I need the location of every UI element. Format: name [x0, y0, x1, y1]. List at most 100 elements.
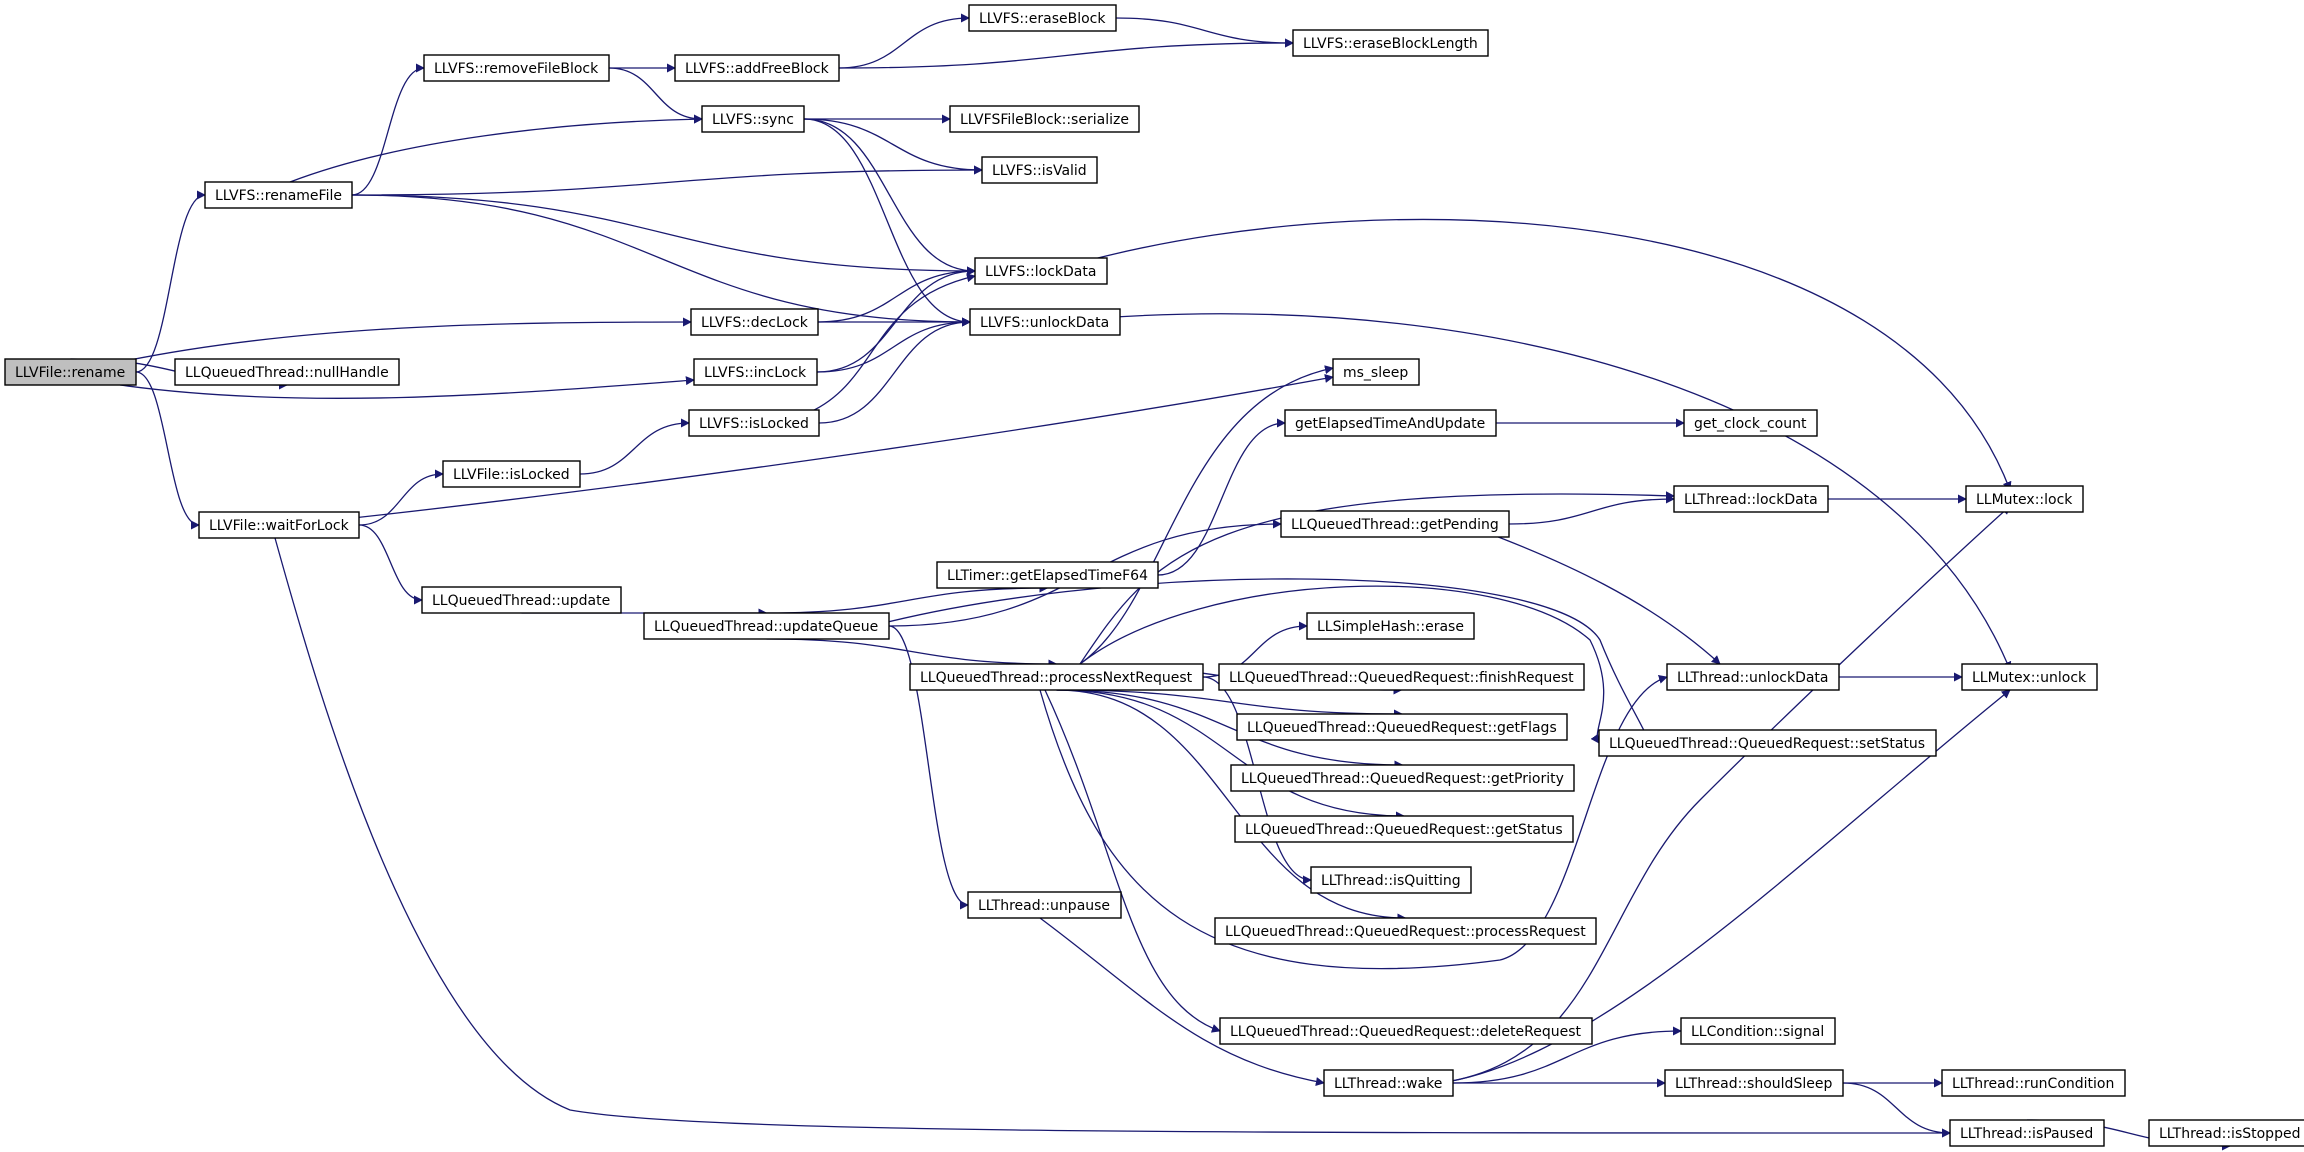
node-mutexLock[interactable]: LLMutex::lock: [1965, 485, 2084, 513]
node-finishRequest[interactable]: LLQueuedThread::QueuedRequest::finishReq…: [1218, 663, 1585, 691]
node-vfsIsLocked[interactable]: LLVFS::isLocked: [688, 409, 820, 437]
node-processRequest[interactable]: LLQueuedThread::QueuedRequest::processRe…: [1214, 917, 1597, 945]
node-label: LLThread::unlockData: [1677, 670, 1829, 686]
edge-renameFile-to-vfsLockData: [351, 194, 976, 276]
node-eraseBlockLength[interactable]: LLVFS::eraseBlockLength: [1292, 29, 1489, 57]
node-deleteRequest[interactable]: LLQueuedThread::QueuedRequest::deleteReq…: [1219, 1017, 1593, 1045]
node-label: LLVFS::removeFileBlock: [434, 61, 599, 77]
node-rename[interactable]: LLVFile::rename: [4, 358, 137, 386]
node-incLock[interactable]: LLVFS::incLock: [693, 358, 818, 386]
edge-processNextRequest-to-msSleep: [1079, 365, 1334, 665]
node-label: LLQueuedThread::QueuedRequest::deleteReq…: [1230, 1024, 1582, 1040]
edge-rename-to-waitForLock: [135, 371, 200, 530]
node-box: [968, 4, 1117, 32]
node-sync[interactable]: LLVFS::sync: [701, 105, 805, 133]
node-box: [690, 308, 819, 336]
node-getPriority[interactable]: LLQueuedThread::QueuedRequest::getPriori…: [1230, 764, 1575, 792]
node-label: LLVFS::unlockData: [980, 315, 1109, 331]
edge-waitForLock-to-isPaused: [274, 537, 1951, 1138]
node-decLock[interactable]: LLVFS::decLock: [690, 308, 819, 336]
node-getElapsedTimeF64[interactable]: LLTimer::getElapsedTimeF64: [936, 561, 1159, 589]
node-label: LLThread::isQuitting: [1321, 873, 1461, 889]
node-getFlags[interactable]: LLQueuedThread::QueuedRequest::getFlags: [1236, 713, 1568, 741]
node-label: LLVFS::isValid: [992, 163, 1087, 179]
edge-processNextRequest-to-getStatus: [1056, 689, 1405, 821]
node-fileIsLocked[interactable]: LLVFile::isLocked: [442, 460, 581, 488]
node-box: [1306, 612, 1475, 640]
node-unpause[interactable]: LLThread::unpause: [967, 891, 1122, 919]
edge-eraseBlock-to-eraseBlockLength: [1115, 17, 1294, 48]
node-updateQueue[interactable]: LLQueuedThread::updateQueue: [643, 612, 890, 640]
node-isPaused[interactable]: LLThread::isPaused: [1949, 1119, 2105, 1147]
node-thrLockData[interactable]: LLThread::lockData: [1673, 485, 1829, 513]
node-box: [1236, 713, 1568, 741]
node-mutexUnlock[interactable]: LLMutex::unlock: [1961, 663, 2098, 691]
node-label: LLVFS::sync: [712, 112, 794, 128]
edge-unpause-to-wake: [1039, 917, 1325, 1086]
node-label: LLThread::unpause: [978, 898, 1110, 914]
node-thrUnlockData[interactable]: LLThread::unlockData: [1666, 663, 1840, 691]
edge-getPending-to-thrLockData: [1508, 494, 1675, 525]
node-eraseBlock[interactable]: LLVFS::eraseBlock: [968, 4, 1117, 32]
node-label: LLVFS::isLocked: [699, 416, 809, 432]
node-label: LLVFS::eraseBlockLength: [1303, 36, 1478, 52]
node-hashErase[interactable]: LLSimpleHash::erase: [1306, 612, 1475, 640]
node-qtUpdate[interactable]: LLQueuedThread::update: [421, 586, 622, 614]
node-serialize[interactable]: LLVFSFileBlock::serialize: [949, 105, 1140, 133]
node-vfsLockData[interactable]: LLVFS::lockData: [974, 257, 1108, 285]
edge-decLock-to-vfsLockData: [817, 266, 976, 323]
edge-vfsLockData-to-mutexLock: [1089, 218, 2012, 491]
node-box: [1219, 1017, 1593, 1045]
node-getStatus[interactable]: LLQueuedThread::QueuedRequest::getStatus: [1234, 815, 1574, 843]
node-box: [936, 561, 1159, 589]
node-waitForLock[interactable]: LLVFile::waitForLock: [198, 511, 360, 539]
edge-addFreeBlock-to-eraseBlockLength: [838, 38, 1294, 69]
node-label: LLQueuedThread::QueuedRequest::finishReq…: [1229, 670, 1574, 686]
node-box: [974, 257, 1108, 285]
node-renameFile[interactable]: LLVFS::renameFile: [204, 181, 353, 209]
node-isValid[interactable]: LLVFS::isValid: [981, 156, 1098, 184]
node-addFreeBlock[interactable]: LLVFS::addFreeBlock: [674, 54, 840, 82]
edge-processNextRequest-to-getFlags: [1056, 689, 1403, 719]
node-box: [967, 891, 1122, 919]
edge-wake-to-mutexLock: [1439, 505, 2011, 1084]
node-label: LLVFSFileBlock::serialize: [960, 112, 1129, 128]
node-runCondition[interactable]: LLThread::runCondition: [1941, 1069, 2126, 1097]
node-box: [1961, 663, 2098, 691]
node-box: [4, 358, 137, 386]
node-wake[interactable]: LLThread::wake: [1323, 1069, 1454, 1097]
node-label: LLQueuedThread::QueuedRequest::getStatus: [1245, 822, 1563, 838]
node-box: [674, 54, 840, 82]
node-isStopped[interactable]: LLThread::isStopped: [2148, 1119, 2304, 1147]
edge-sync-to-vfsLockData: [803, 118, 976, 276]
node-getClockCount[interactable]: get_clock_count: [1683, 409, 1818, 437]
node-label: LLCondition::signal: [1691, 1024, 1824, 1040]
node-label: LLThread::lockData: [1684, 492, 1818, 508]
node-box: [174, 358, 400, 386]
edge-shouldSleep-to-isPaused: [1842, 1082, 1951, 1138]
node-label: LLQueuedThread::QueuedRequest::getPriori…: [1241, 771, 1564, 787]
node-getElapsedTimeAndUpdate[interactable]: getElapsedTimeAndUpdate: [1284, 409, 1497, 437]
node-box: [1666, 663, 1840, 691]
node-box: [1941, 1069, 2126, 1097]
node-label: LLQueuedThread::update: [432, 593, 610, 609]
edge-incLock-to-vfsLockData: [816, 266, 976, 373]
node-setStatus[interactable]: LLQueuedThread::QueuedRequest::setStatus: [1598, 729, 1937, 757]
edge-renameFile-to-removeFileBlock: [351, 63, 425, 196]
node-label: LLTimer::getElapsedTimeF64: [947, 568, 1148, 584]
node-box: [198, 511, 360, 539]
node-box: [1683, 409, 1818, 437]
node-processNextRequest[interactable]: LLQueuedThread::processNextRequest: [909, 663, 1204, 691]
node-removeFileBlock[interactable]: LLVFS::removeFileBlock: [423, 54, 610, 82]
edge-fileIsLocked-to-vfsIsLocked: [579, 418, 690, 475]
node-vfsUnlockData[interactable]: LLVFS::unlockData: [969, 308, 1121, 336]
node-getPending[interactable]: LLQueuedThread::getPending: [1280, 510, 1510, 538]
node-msSleep[interactable]: ms_sleep: [1332, 358, 1420, 386]
edge-incLock-to-vfsUnlockData: [816, 317, 971, 373]
node-nullHandle[interactable]: LLQueuedThread::nullHandle: [174, 358, 400, 386]
node-signal[interactable]: LLCondition::signal: [1680, 1017, 1836, 1045]
node-box: [688, 409, 820, 437]
node-isQuitting[interactable]: LLThread::isQuitting: [1310, 866, 1472, 894]
node-shouldSleep[interactable]: LLThread::shouldSleep: [1664, 1069, 1844, 1097]
edge-waitForLock-to-msSleep: [334, 374, 1334, 521]
